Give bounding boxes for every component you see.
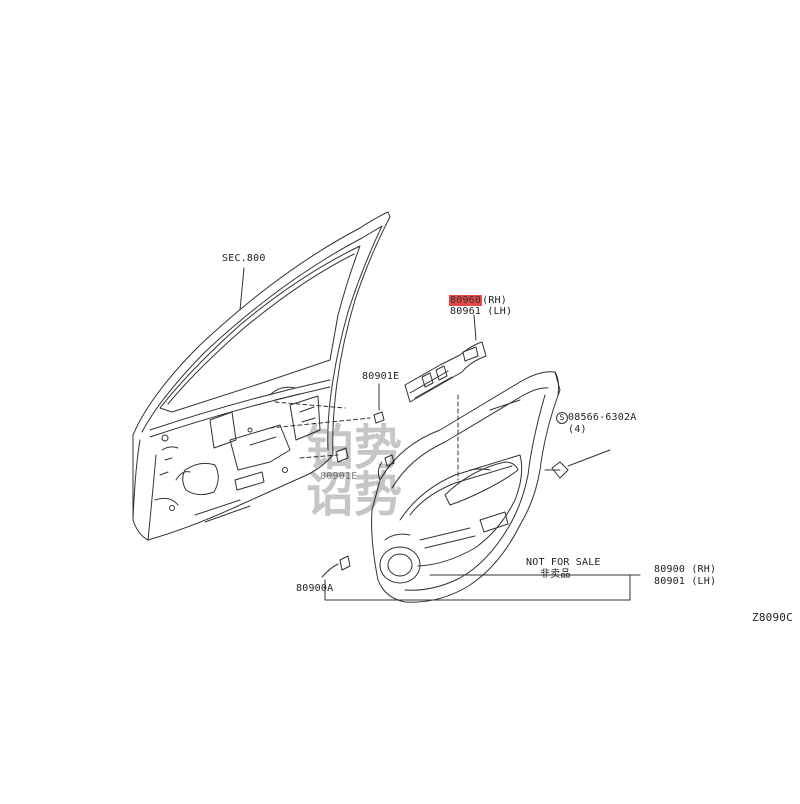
switch-rh-code: 80960 <box>449 295 483 306</box>
sec-800-label: SEC.800 <box>222 253 266 264</box>
clip-hidden-label: 80901E <box>320 471 358 482</box>
screw-qty-label: (4) <box>568 424 587 435</box>
switch-lh-label: 80961 (LH) <box>450 306 513 317</box>
watermark-line1: 铂势 <box>306 420 403 476</box>
not-for-sale-label: NOT FOR SALE <box>526 557 601 568</box>
watermark-line2: 诏势 <box>306 467 403 523</box>
door-shell-drawing <box>132 211 391 541</box>
clip-e-label: 80901E <box>362 371 400 382</box>
trim-lh-label: 80901 (LH) <box>654 576 717 587</box>
not-for-sale-cn-label: 非卖品 <box>540 569 571 580</box>
screw-circle-icon: S <box>556 412 568 424</box>
switch-rh-label: 80960(RH) <box>449 295 507 306</box>
switch-rh-side: (RH) <box>482 295 507 306</box>
screw-code: 08566-6302A <box>568 412 637 423</box>
clip-parts <box>321 383 395 578</box>
clip-a-label: 80900A <box>296 583 334 594</box>
door-trim-drawing <box>324 371 641 603</box>
trim-rh-label: 80900 (RH) <box>654 564 717 575</box>
diagram-code-label: Z8090C <box>752 611 793 624</box>
window-switch-drawing <box>404 314 487 481</box>
